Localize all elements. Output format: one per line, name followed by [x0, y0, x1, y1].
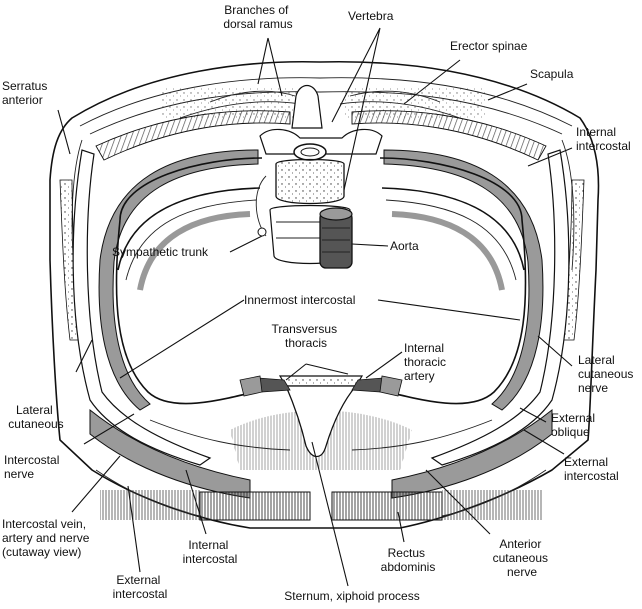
label-vertebra: Vertebra — [348, 9, 394, 23]
label-anterior-cutaneous-nerve: Anterior cutaneous nerve — [493, 537, 552, 579]
label-transversus-thoracis: Transversus thoracis — [272, 322, 341, 350]
label-internal-intercostal-bottom: Internal intercostal — [183, 538, 238, 566]
label-aorta: Aorta — [390, 239, 419, 253]
label-innermost-intercostal: Innermost intercostal — [244, 293, 355, 307]
label-internal-intercostal-top: Internal intercostal — [576, 125, 631, 153]
label-external-intercostal-bottom: External intercostal — [113, 573, 168, 601]
label-scapula: Scapula — [530, 67, 574, 81]
labels: Branches of dorsal ramus Vertebra Erecto… — [2, 3, 637, 603]
vertebra-shape — [255, 84, 383, 265]
label-external-oblique: External oblique — [551, 411, 598, 439]
body-wall — [49, 60, 600, 529]
thoracic-cavity — [115, 157, 527, 405]
label-lateral-cutaneous: Lateral cutaneous — [8, 403, 63, 431]
label-branches-of-dorsal-ramus: Branches of dorsal ramus — [223, 3, 292, 31]
label-erector-spinae: Erector spinae — [450, 39, 528, 53]
sternum-xiphoid — [239, 375, 403, 458]
label-external-intercostal-right: External intercostal — [564, 455, 619, 483]
ribs-left — [72, 149, 261, 466]
label-intercostal-vein-artery-nerve: Intercostal vein, artery and nerve (cuta… — [2, 517, 93, 559]
label-internal-thoracic-artery: Internal thoracic artery — [404, 341, 449, 383]
label-sympathetic-trunk: Sympathetic trunk — [112, 245, 209, 259]
label-lateral-cutaneous-nerve: Lateral cutaneous nerve — [578, 353, 637, 395]
label-intercostal-nerve: Intercostal nerve — [4, 453, 63, 481]
ribs-right — [381, 149, 570, 466]
label-sternum-xiphoid-process: Sternum, xiphoid process — [284, 589, 419, 603]
label-rectus-abdominis: Rectus abdominis — [381, 546, 436, 574]
label-serratus-anterior: Serratus anterior — [2, 79, 51, 107]
aorta-shape — [319, 207, 353, 269]
leader-lines — [57, 27, 573, 587]
